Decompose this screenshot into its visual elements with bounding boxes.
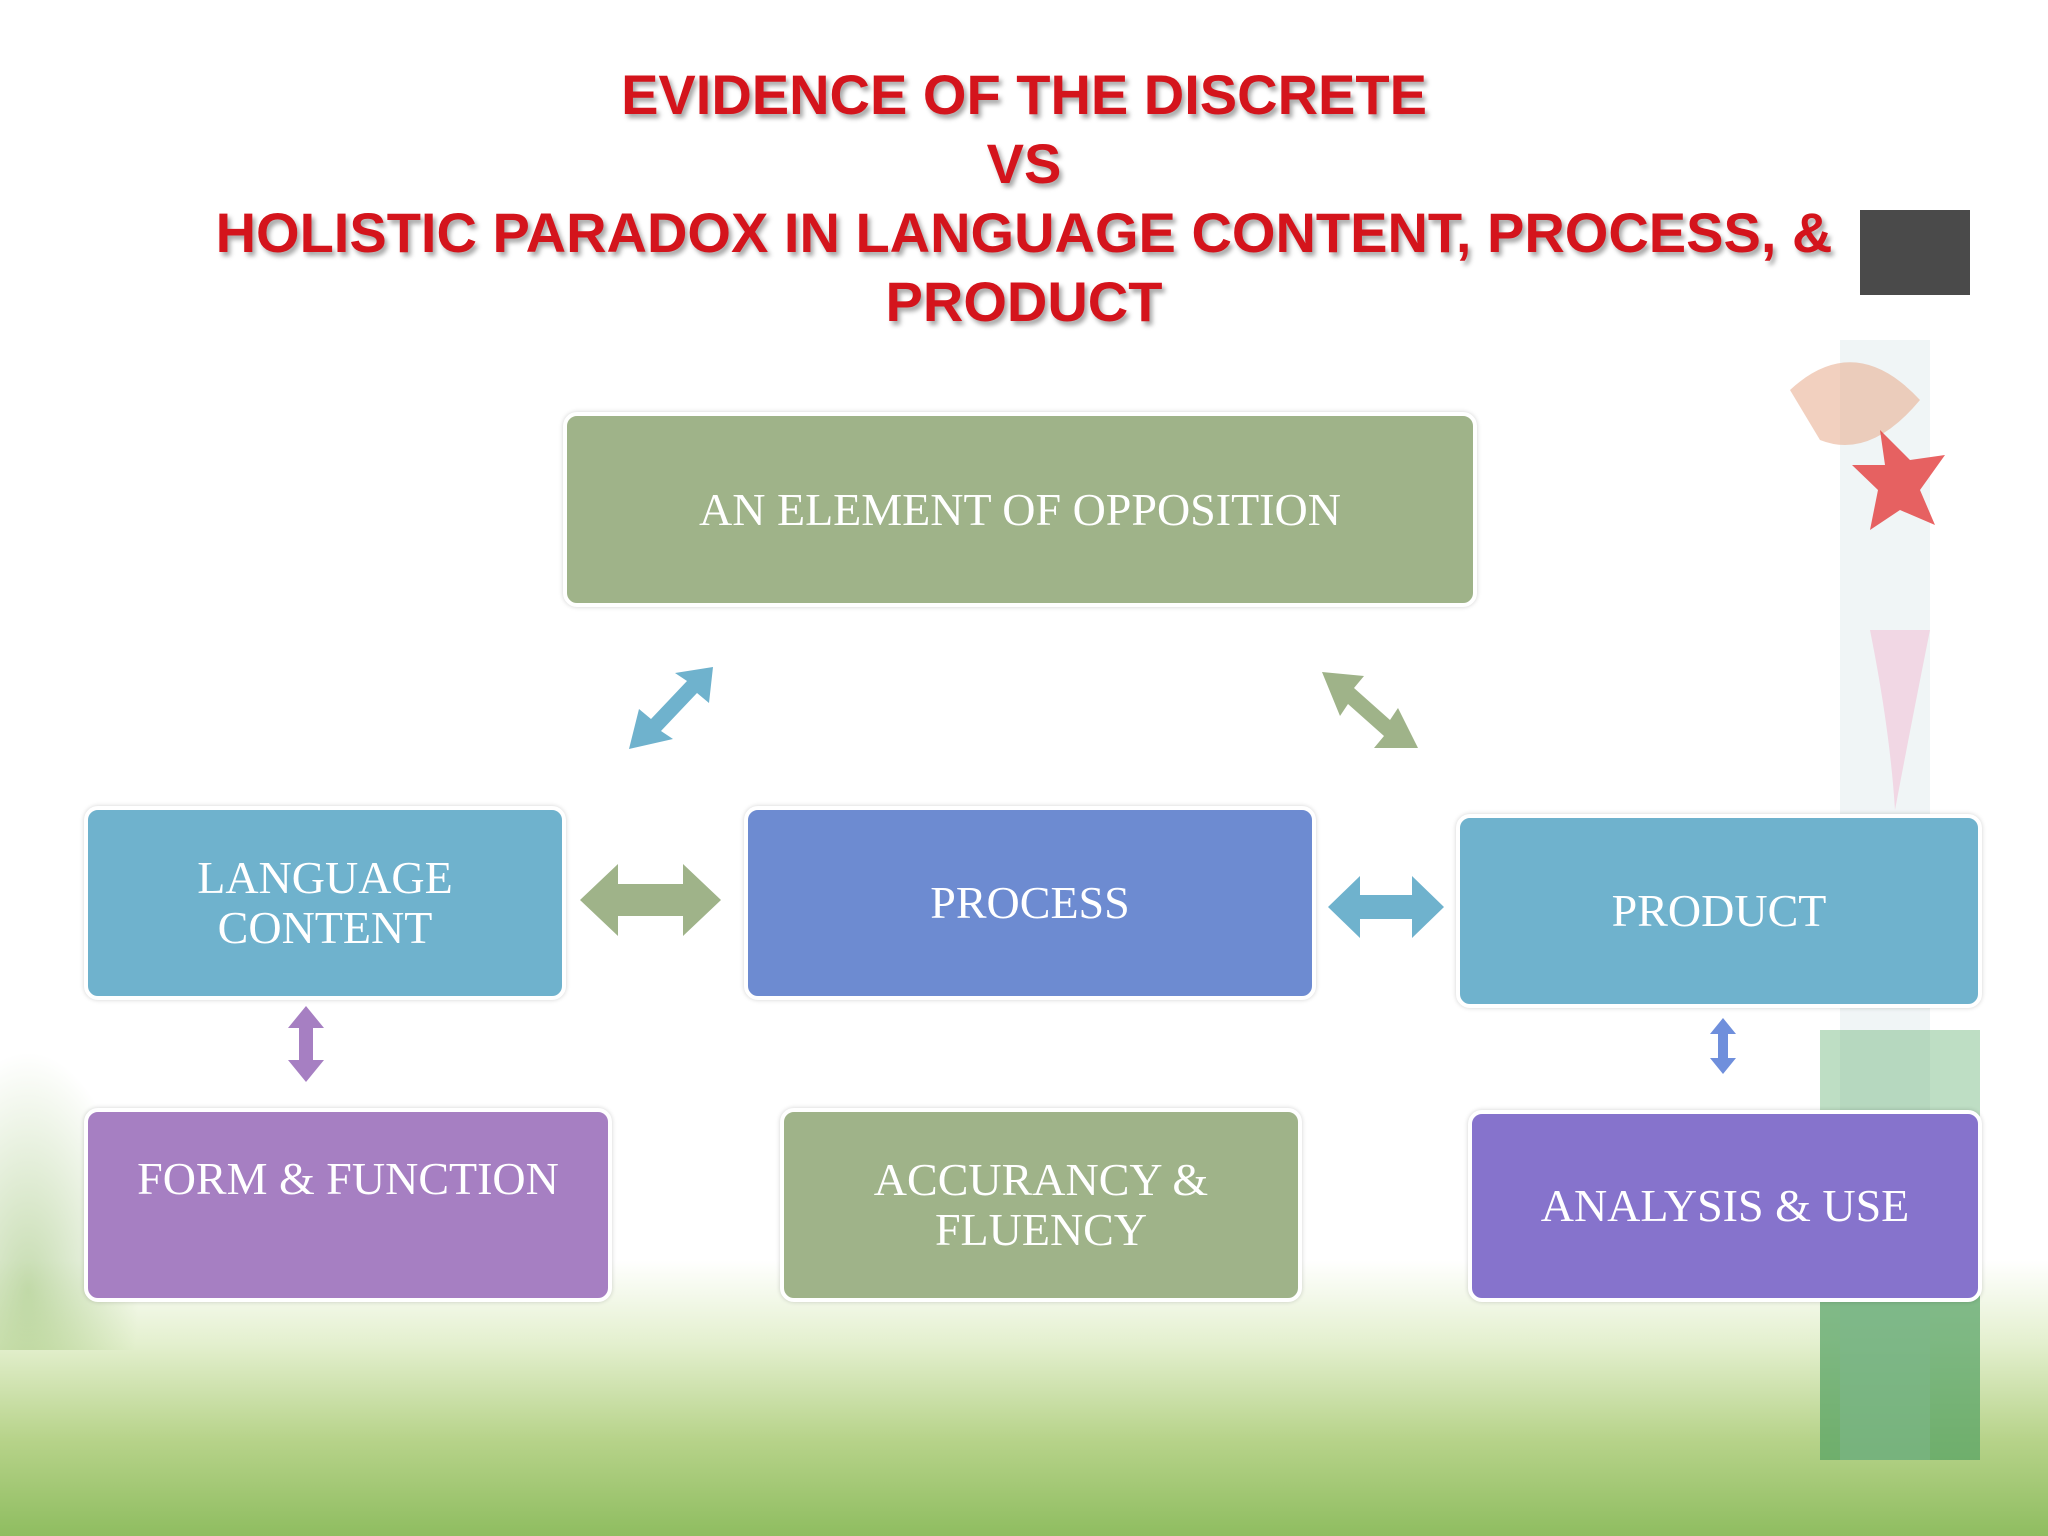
node-form-function: FORM & FUNCTION xyxy=(84,1108,612,1302)
node-form-function-label: FORM & FUNCTION xyxy=(137,1153,559,1204)
accuracy-line-2: FLUENCY xyxy=(934,1204,1148,1255)
node-language-content-label: LANGUAGE CONTENT xyxy=(197,853,453,953)
node-product: PRODUCT xyxy=(1456,814,1982,1008)
node-process: PROCESS xyxy=(744,806,1316,1000)
node-process-label: PROCESS xyxy=(930,877,1130,928)
node-analysis-use-label: ANALYSIS & USE xyxy=(1540,1180,1910,1231)
language-content-line-2: CONTENT xyxy=(217,902,433,953)
node-analysis-use: ANALYSIS & USE xyxy=(1468,1110,1982,1302)
language-content-line-1: LANGUAGE xyxy=(197,852,453,903)
title-line-4: PRODUCT xyxy=(885,270,1163,333)
node-accuracy-fluency: ACCURANCY & FLUENCY xyxy=(780,1108,1302,1302)
slide-title: EVIDENCE OF THE DISCRETE VS HOLISTIC PAR… xyxy=(0,60,2048,336)
double-arrow-product-top xyxy=(1322,672,1418,748)
accuracy-line-1: ACCURANCY & xyxy=(873,1154,1209,1205)
double-arrow-language-content-top xyxy=(629,667,713,749)
node-language-content: LANGUAGE CONTENT xyxy=(84,806,566,1000)
title-line-1: EVIDENCE OF THE DISCRETE xyxy=(621,63,1427,126)
vertical-arrow-content-form xyxy=(288,1006,324,1082)
node-accuracy-fluency-label: ACCURANCY & FLUENCY xyxy=(874,1155,1208,1255)
vertical-arrow-product-analysis xyxy=(1710,1018,1736,1074)
grass-background xyxy=(0,1260,2048,1536)
double-arrow-content-process xyxy=(580,864,721,936)
node-product-label: PRODUCT xyxy=(1611,885,1827,936)
title-line-3: HOLISTIC PARADOX IN LANGUAGE CONTENT, PR… xyxy=(215,201,1833,264)
node-element-of-opposition: AN ELEMENT OF OPPOSITION xyxy=(563,412,1477,607)
node-element-of-opposition-label: AN ELEMENT OF OPPOSITION xyxy=(699,483,1341,535)
title-line-2: VS xyxy=(986,132,1062,195)
double-arrow-process-product xyxy=(1328,876,1444,938)
